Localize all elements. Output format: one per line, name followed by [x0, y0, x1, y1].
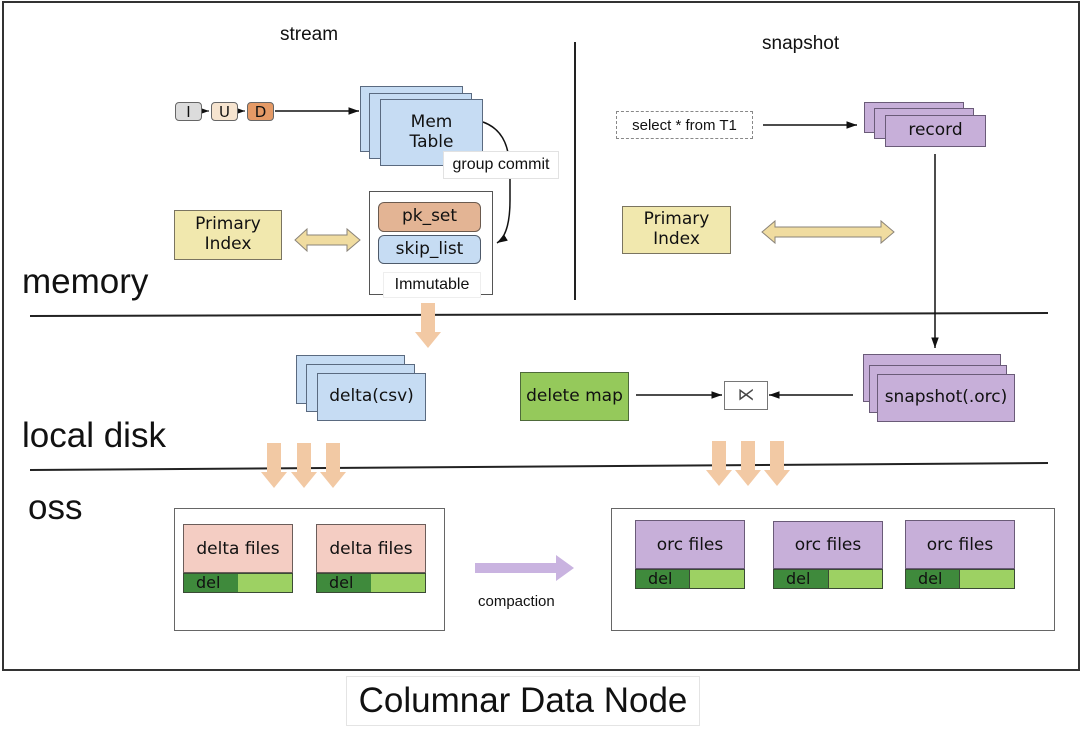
immutable-label: Immutable	[383, 272, 481, 298]
orc-file-1-label: orc files	[635, 520, 745, 569]
primary-index-stream: Primary Index	[174, 210, 282, 260]
orc-file-3-data-bar	[960, 569, 1015, 589]
memtable-label-line2: Table	[409, 131, 454, 152]
query-box: select * from T1	[616, 111, 753, 139]
primary-index-snapshot-line2: Index	[653, 229, 700, 249]
layer-label-local-disk: local disk	[22, 416, 166, 455]
delete-map-box: delete map	[520, 372, 629, 421]
orc-file-3: orc files del	[905, 520, 1015, 589]
group-commit-label: group commit	[443, 151, 559, 179]
op-update: U	[211, 102, 238, 121]
layer-label-oss: oss	[28, 488, 83, 527]
primary-index-snapshot: Primary Index	[622, 206, 731, 254]
layer-label-memory: memory	[22, 262, 149, 301]
delta-file-2-label: delta files	[316, 524, 426, 573]
oss-delta-container	[174, 508, 445, 631]
delta-file-2: delta files del	[316, 524, 426, 593]
pk-set-box: pk_set	[378, 202, 481, 232]
delta-file-1-label: delta files	[183, 524, 293, 573]
diagram-title: Columnar Data Node	[346, 676, 700, 726]
primary-index-stream-line1: Primary	[195, 214, 261, 235]
primary-index-snapshot-line1: Primary	[643, 209, 710, 230]
orc-file-1-data-bar	[690, 569, 745, 589]
orc-file-2-label: orc files	[773, 521, 883, 569]
delta-csv-box: delta(csv)	[317, 373, 426, 421]
record-box: record	[885, 115, 986, 147]
memtable-label-line1: Mem	[410, 111, 453, 132]
delta-file-2-data-bar	[371, 573, 426, 593]
anti-join-operator: ⋉	[724, 381, 768, 410]
compaction-label: compaction	[478, 593, 555, 610]
section-title-snapshot: snapshot	[762, 33, 840, 54]
memtable-box: Mem Table	[380, 99, 483, 166]
delta-file-1: delta files del	[183, 524, 293, 593]
snapshot-orc-box: snapshot(.orc)	[877, 374, 1015, 422]
section-title-stream: stream	[280, 24, 339, 45]
orc-file-1: orc files del	[635, 520, 745, 589]
oss-orc-container	[611, 508, 1055, 631]
delta-file-2-del: del	[316, 573, 372, 593]
anti-join-icon: ⋉	[737, 384, 755, 405]
orc-file-3-label: orc files	[905, 520, 1015, 569]
op-insert: I	[175, 102, 202, 121]
primary-index-stream-line2: Index	[204, 234, 252, 254]
delta-file-1-del: del	[183, 573, 239, 593]
skip-list-box: skip_list	[378, 235, 481, 264]
orc-file-1-del: del	[635, 569, 690, 589]
delta-file-1-data-bar	[238, 573, 293, 593]
diagram-frame	[2, 1, 1080, 671]
op-delete: D	[247, 102, 274, 121]
orc-file-3-del: del	[905, 569, 960, 589]
orc-file-2-data-bar	[829, 569, 883, 589]
orc-file-2: orc files del	[773, 521, 883, 589]
orc-file-2-del: del	[773, 569, 829, 589]
